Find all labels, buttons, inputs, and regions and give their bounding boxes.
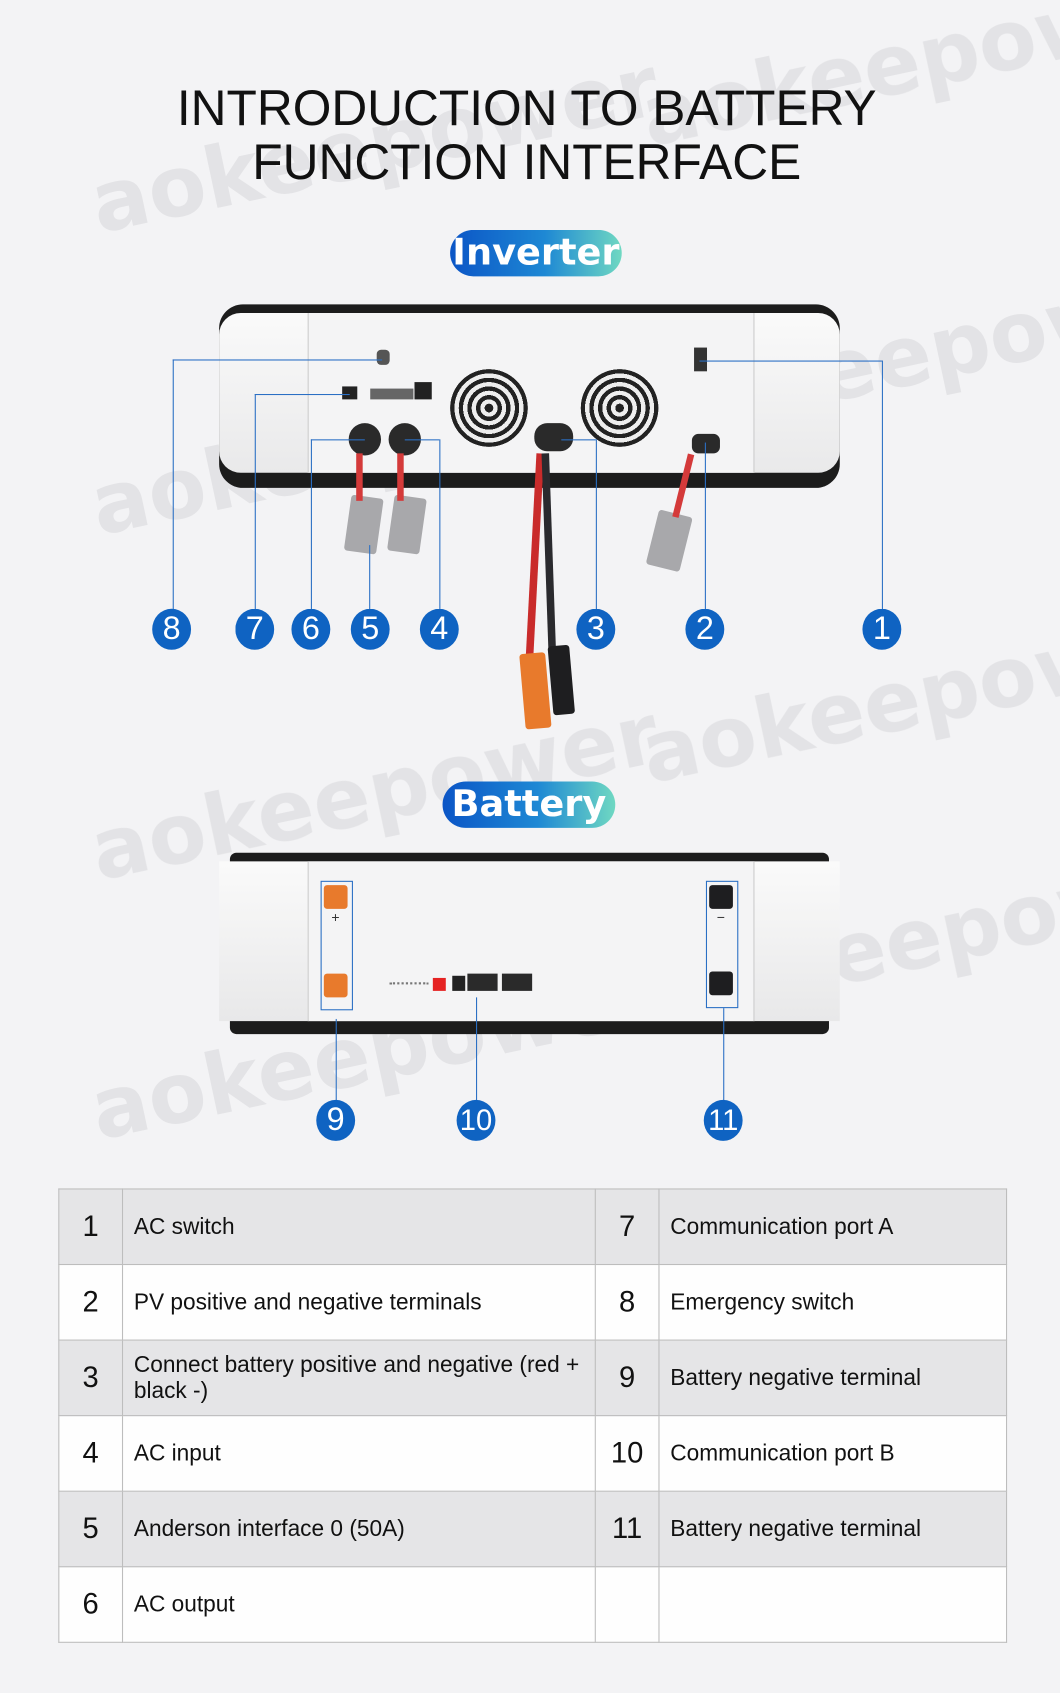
item-description: AC switch [121,1188,596,1266]
battery-plus-connector [519,652,552,730]
item-description: Connect battery positive and negative (r… [121,1339,596,1417]
comm-port-a [342,386,358,400]
battery-minus-connector [547,644,576,716]
item-number [594,1566,660,1643]
item-description: PV positive and negative terminals [121,1263,596,1341]
item-description: Emergency switch [658,1263,1008,1341]
positive-terminal [323,885,348,909]
minus-symbol: − [716,908,725,926]
item-description: Battery negative terminal [658,1339,1008,1417]
pv-port [691,433,720,454]
callout-6: 6 [291,608,331,650]
callout-5: 5 [350,608,390,650]
indicator-light [432,977,446,991]
callout-3: 3 [576,608,616,650]
page-title-line1: INTRODUCTION TO BATTERY [176,79,877,137]
callout-11: 11 [703,1099,743,1141]
fan-icon [580,369,659,447]
callout-8: 8 [152,608,192,650]
item-number: 6 [58,1566,124,1643]
callout-4: 4 [419,608,459,650]
battery-label: Battery [442,781,616,828]
plus-symbol: + [331,908,340,926]
page-title-line2: FUNCTION INTERFACE [252,133,802,190]
item-number: 4 [58,1415,124,1492]
item-description: Battery negative terminal [658,1490,1008,1568]
pv-connector [645,509,693,573]
item-number: 2 [58,1263,124,1341]
terminal [709,885,733,909]
inverter-label: Inverter [450,229,622,277]
callout-1: 1 [862,608,902,650]
battery-cable-port [534,423,574,452]
comm-port-b [452,975,466,991]
item-number: 10 [594,1415,660,1492]
item-number: 8 [594,1263,660,1341]
callout-9: 9 [316,1099,356,1141]
callout-2: 2 [685,608,725,650]
item-number: 7 [594,1188,660,1266]
inverter-image [219,304,840,488]
callout-7: 7 [235,608,275,650]
item-number: 3 [58,1339,124,1417]
anderson-connector [386,494,427,555]
item-number: 5 [58,1490,124,1568]
item-description: Anderson interface 0 (50A) [121,1490,596,1568]
ac-switch [694,347,708,372]
battery-image: + − [219,852,840,1035]
item-description: Communication port B [658,1415,1008,1492]
item-number: 1 [58,1188,124,1266]
item-description: AC input [121,1415,596,1492]
fan-icon [450,369,528,447]
item-description: Communication port A [658,1188,1008,1266]
item-description [658,1566,1008,1643]
negative-terminal [323,973,348,998]
item-number: 11 [594,1490,660,1568]
terminal [709,971,733,996]
anderson-connector [343,494,384,555]
emergency-switch [376,349,390,365]
item-description: AC output [121,1566,596,1643]
callout-10: 10 [456,1099,496,1141]
item-number: 9 [594,1339,660,1417]
